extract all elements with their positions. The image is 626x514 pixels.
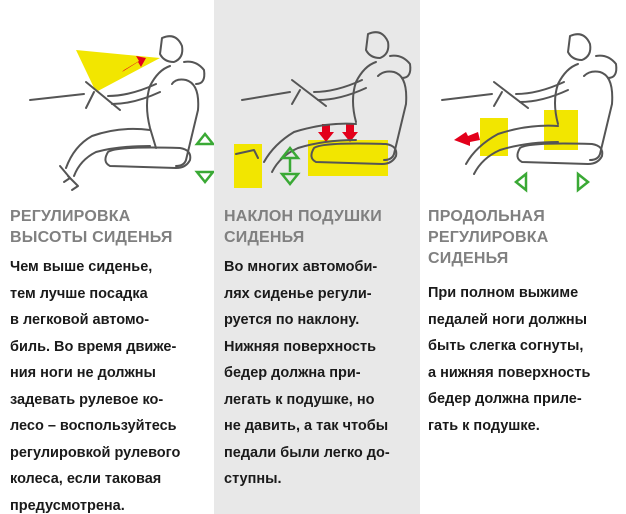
heading-longitudinal: ПРОДОЛЬНАЯ РЕГУЛИРОВКА СИДЕНЬЯ <box>428 208 549 267</box>
body-cushion-tilt: Во многих автомоби- лях сиденье регули- … <box>224 259 390 487</box>
seat-back <box>171 78 200 167</box>
red-arrow-icon <box>122 56 146 72</box>
cushion-tilt-illustration <box>214 0 420 200</box>
down-arrow-icon <box>279 172 301 187</box>
column-longitudinal: ПРОДОЛЬНАЯ РЕГУЛИРОВКА СИДЕНЬЯ При полно… <box>420 0 626 514</box>
up-arrow-icon <box>194 131 214 146</box>
body-seat-height: Чем выше сиденье, тем лучше посадка в ле… <box>10 259 181 514</box>
driver-seat-height-drawing <box>29 35 214 191</box>
seat-height-illustration <box>0 0 214 200</box>
column-seat-height: РЕГУЛИРОВКА ВЫСОТЫ СИДЕНЬЯ Чем выше сиде… <box>0 0 214 514</box>
down-arrow-icon <box>194 170 214 185</box>
heading-seat-height: РЕГУЛИРОВКА ВЫСОТЫ СИДЕНЬЯ <box>10 208 173 246</box>
seat-cushion <box>104 146 192 169</box>
right-arrow-icon <box>576 171 591 193</box>
view-zone-highlight <box>76 50 160 92</box>
red-arrow-icon <box>454 132 480 146</box>
driver-longitudinal-drawing <box>441 33 618 193</box>
column-cushion-tilt: НАКЛОН ПОДУШКИ СИДЕНЬЯ Во многих автомоб… <box>214 0 420 514</box>
red-down-arrow-icon-2 <box>342 124 358 142</box>
heading-cushion-tilt: НАКЛОН ПОДУШКИ СИДЕНЬЯ <box>224 208 382 246</box>
longitudinal-illustration <box>420 0 626 200</box>
body-longitudinal: При полном выжиме педалей ноги должны бы… <box>428 285 591 434</box>
red-down-arrow-icon <box>318 124 334 142</box>
driver-cushion-tilt-drawing <box>234 31 412 188</box>
left-arrow-icon <box>513 171 528 193</box>
